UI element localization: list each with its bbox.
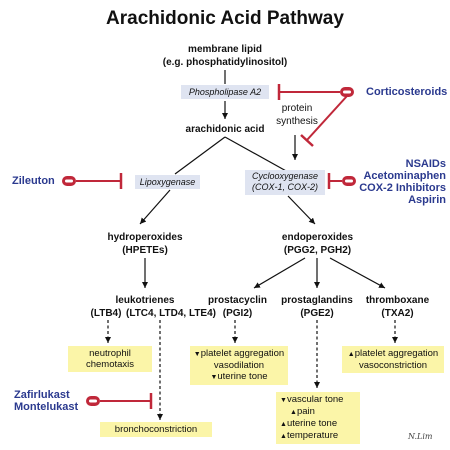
- effect-chemotaxis: chemotaxis: [85, 359, 135, 370]
- arrow-up-icon: ▲: [280, 421, 287, 428]
- effect-pge2-vascular: vascular tone: [286, 394, 344, 405]
- label-synthesis: synthesis: [276, 116, 318, 127]
- effect-pgi2: ▼platelet aggregation vasodilation ▼uter…: [190, 346, 288, 385]
- effect-txa2-vasoconstriction: vasoconstriction: [358, 360, 428, 371]
- drug-montelukast: Montelukast: [14, 401, 79, 413]
- effect-pge2-temperature: temperature: [286, 430, 339, 441]
- effect-pge2: ▼vascular tone ▲pain ▲uterine tone ▲temp…: [276, 392, 360, 444]
- effect-txa2-platelet: platelet aggregation: [354, 348, 439, 359]
- page-title: Arachidonic Acid Pathway: [106, 8, 344, 29]
- arrow-to-hydroperoxides: [139, 189, 171, 225]
- inhibit-nsaids: [327, 173, 356, 189]
- arrow-to-prostacyclin: [253, 257, 306, 289]
- label-protein: protein: [281, 103, 313, 114]
- arrow-up-icon: ▲: [280, 433, 287, 440]
- effect-pge2-uterine: uterine tone: [286, 418, 338, 429]
- drug-corticosteroids: Corticosteroids: [366, 86, 448, 98]
- arrow-to-thromboxane: [329, 257, 386, 289]
- drug-zafirlukast: Zafirlukast: [14, 389, 70, 401]
- effect-bronchoconstriction: bronchoconstriction: [100, 422, 212, 437]
- arrow-up-icon: ▲: [347, 351, 355, 358]
- author-signature: N.Lim: [408, 432, 433, 441]
- effect-neutrophil: neutrophil: [89, 348, 131, 359]
- node-pgg2-pgh2: (PGG2, PGH2): [283, 245, 352, 256]
- effect-txa2: ▲platelet aggregation vasoconstriction: [342, 346, 444, 373]
- node-arachidonic-acid: arachidonic acid: [185, 124, 265, 135]
- inhibit-corticosteroids: [277, 84, 354, 147]
- node-thromboxane: thromboxane: [365, 295, 430, 306]
- arrow-to-endoperoxides: [287, 195, 316, 225]
- enzyme-cyclooxygenase: Cyclooxygenase (COX-1, COX-2): [245, 170, 325, 195]
- effect-ltb4: neutrophil chemotaxis: [68, 346, 152, 372]
- node-endoperoxides: endoperoxides: [281, 232, 354, 243]
- drug-aspirin: Aspirin: [408, 194, 446, 206]
- node-hydroperoxides: hydroperoxides: [107, 232, 183, 243]
- node-ltc4: (LTC4, LTD4, LTE4): [126, 308, 216, 319]
- arrow-down-icon: ▼: [280, 397, 287, 404]
- drug-cox2-inhibitors: COX-2 Inhibitors: [359, 182, 446, 194]
- effect-pge2-pain: pain: [296, 406, 315, 417]
- effect-pgi2-vasodilation: vasodilation: [213, 360, 265, 371]
- node-txa2: (TXA2): [381, 308, 414, 319]
- node-prostacyclin: prostacyclin: [208, 295, 267, 306]
- node-hpetes: (HPETEs): [122, 245, 168, 256]
- arrow-up-icon: ▲: [290, 409, 297, 416]
- arrow-down-icon: ▼: [193, 351, 201, 358]
- node-ltb4: (LTB4): [90, 308, 122, 319]
- drug-acetaminophen: Acetominaphen: [363, 170, 446, 182]
- node-membrane-lipid: membrane lipid: [188, 44, 262, 55]
- node-pgi2: (PGI2): [222, 308, 253, 319]
- line-to-cox: [224, 136, 289, 173]
- inhibit-zafirlukast: [86, 393, 153, 409]
- drug-list-cox: NSAIDs Acetominaphen COX-2 Inhibitors As…: [358, 158, 446, 206]
- drug-leukotriene-antagonists: Zafirlukast Montelukast: [14, 389, 78, 413]
- enzyme-cox-isoforms: (COX-1, COX-2): [251, 182, 318, 192]
- node-leukotrienes: leukotrienes: [115, 295, 175, 306]
- enzyme-cox-name: Cyclooxygenase: [251, 171, 319, 181]
- effect-pgi2-platelet: platelet aggregation: [200, 348, 285, 359]
- drug-zileuton: Zileuton: [12, 175, 55, 187]
- enzyme-lipoxygenase: Lipoxygenase: [135, 175, 200, 189]
- node-pge2: (PGE2): [300, 308, 334, 319]
- effect-pgi2-uterine: uterine tone: [217, 371, 268, 382]
- line-to-lipox: [174, 136, 226, 175]
- inhibit-zileuton: [62, 173, 123, 189]
- arrow-down-icon: ▼: [210, 374, 218, 381]
- node-membrane-example: (e.g. phosphatidylinositol): [162, 57, 288, 68]
- drug-nsaids: NSAIDs: [405, 158, 446, 170]
- enzyme-phospholipase: Phospholipase A2: [181, 85, 269, 99]
- node-prostaglandins: prostaglandins: [281, 295, 353, 306]
